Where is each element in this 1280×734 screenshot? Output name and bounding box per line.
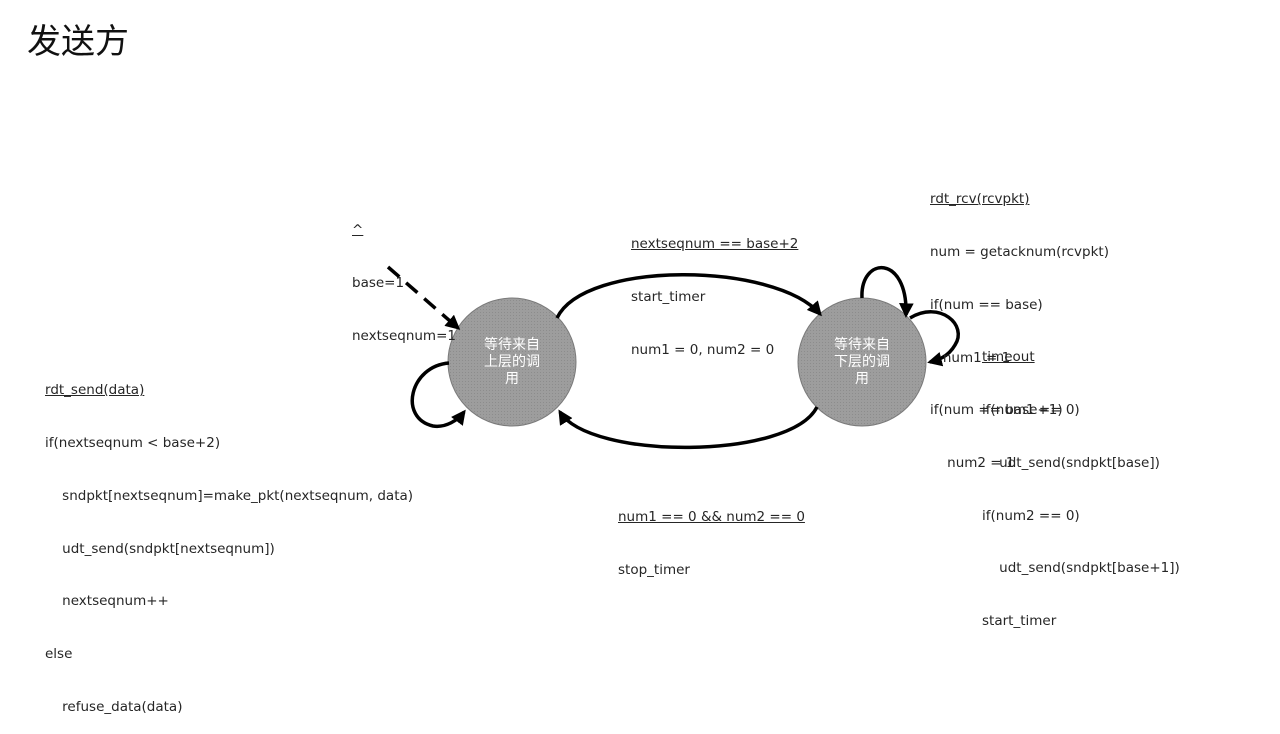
send-self-loop-arrow: [410, 361, 466, 429]
timeout-transition-label: timeout if(num1 == 0) udt_send(sndpkt[ba…: [982, 314, 1180, 648]
rcv-line: if(num == base+1): [930, 402, 1063, 419]
state-upper-label: 等待来自 上层的调 用: [484, 337, 540, 387]
send-line: nextseqnum++: [45, 593, 169, 610]
rcv-line: num = getacknum(rcvpkt): [930, 243, 1109, 260]
send-transition-label: rdt_send(data) if(nextseqnum < base+2) s…: [45, 347, 413, 734]
page-title: 发送方: [27, 22, 129, 62]
rcv-event: rdt_rcv(rcvpkt): [930, 191, 1030, 208]
send-line: refuse_data(data): [45, 698, 183, 715]
timeout-self-loop-arrow: [909, 310, 960, 367]
timeout-line: start_timer: [982, 613, 1057, 630]
send-line: else: [45, 646, 73, 663]
timeout-line: udt_send(sndpkt[base+1]): [982, 560, 1180, 577]
timeout-event: timeout: [982, 349, 1035, 366]
rcv-line: num2 = 1: [930, 455, 1015, 472]
rcv-line: if(num == base): [930, 296, 1043, 313]
to-lower-event: nextseqnum == base+2: [631, 236, 799, 253]
rcv-transition-label: rdt_rcv(rcvpkt) num = getacknum(rcvpkt) …: [930, 156, 1109, 490]
send-line: sndpkt[nextseqnum]=make_pkt(nextseqnum, …: [45, 487, 414, 504]
init-action-label: ^ base=1 nextseqnum=1: [352, 187, 456, 363]
to-lower-arrow: [555, 273, 822, 319]
send-event: rdt_send(data): [45, 382, 145, 399]
init-line: base=1: [352, 274, 405, 291]
timeout-line: if(num1 == 0): [982, 401, 1080, 418]
timeout-line: udt_send(sndpkt[base]): [982, 454, 1160, 471]
send-line: udt_send(sndpkt[nextseqnum]): [45, 540, 275, 557]
state-lower-label: 等待来自 下层的调 用: [834, 337, 890, 387]
init-lambda: ^: [352, 222, 364, 239]
to-upper-line: stop_timer: [618, 561, 690, 578]
to-lower-line: start_timer: [631, 288, 706, 305]
to-upper-event: num1 == 0 && num2 == 0: [618, 509, 805, 526]
to-lower-line: num1 = 0, num2 = 0: [631, 341, 775, 358]
initial-arrow: [386, 265, 461, 330]
to-upper-arrow: [558, 406, 819, 450]
to-upper-transition-label: num1 == 0 && num2 == 0 stop_timer: [618, 474, 805, 597]
timeout-line: if(num2 == 0): [982, 507, 1080, 524]
rcv-line: num1 = 1: [930, 349, 1011, 366]
to-lower-transition-label: nextseqnum == base+2 start_timer num1 = …: [631, 201, 798, 377]
rcv-self-loop-arrow: [860, 265, 914, 318]
init-line: nextseqnum=1: [352, 327, 456, 344]
send-line: if(nextseqnum < base+2): [45, 434, 221, 451]
